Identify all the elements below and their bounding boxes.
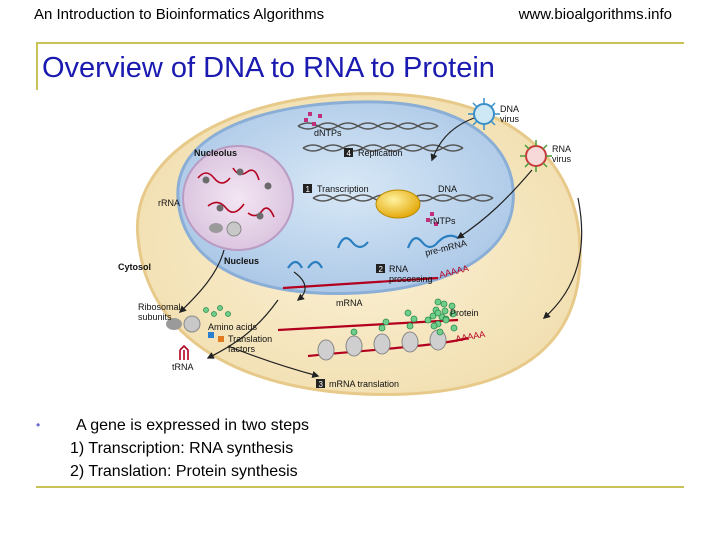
bullet-text: A gene is expressed in two steps [76, 417, 310, 434]
nucleotide-dots [304, 112, 438, 226]
translating-ribosomes [317, 329, 447, 361]
label-rna-virus-2: virus [552, 154, 572, 164]
free-protein-beads [424, 309, 458, 336]
label-translation-factors-1: Translation [228, 334, 272, 344]
nucleolus-granules [202, 168, 272, 220]
label-rna-virus-1: RNA [552, 144, 571, 154]
nucleolus [182, 145, 294, 251]
title-left-rule [36, 42, 38, 90]
label-rrna: rRNA [158, 198, 180, 208]
trna-icon [179, 344, 189, 360]
label-translation-factors-2: factors [228, 344, 256, 354]
label-protein: Protein [450, 308, 479, 318]
label-dna: DNA [438, 184, 457, 194]
label-rna-processing-1: RNA [389, 264, 408, 274]
label-trna: tRNA [172, 362, 194, 372]
dna-virus-icon [468, 98, 500, 130]
rna-polymerase [375, 189, 421, 219]
label-ribosomal-2: subunits [138, 312, 172, 322]
label-ribosomal-1: Ribosomal [138, 302, 181, 312]
bullet-subitem-2: 2) Translation: Protein synthesis [70, 463, 298, 480]
label-cytosol: Cytosol [118, 262, 151, 272]
step-badges [303, 148, 385, 388]
dna-rna-protein-diagram: 4 1 2 3 dNTPs Replication Nucleolus Tran… [118, 92, 583, 396]
title-top-rule [36, 42, 684, 44]
label-dntps: dNTPs [314, 128, 342, 138]
amino-acid-dots [203, 305, 231, 317]
process-arrows [178, 117, 583, 378]
label-transcription: Transcription [317, 184, 369, 194]
pre-mrna-strands [287, 234, 459, 269]
label-dna-virus-1: DNA [500, 104, 519, 114]
bottom-rule [36, 486, 684, 488]
slide-title: Overview of DNA to RNA to Protein [42, 52, 495, 84]
label-amino-acids: Amino acids [208, 322, 258, 332]
label-nucleus: Nucleus [224, 256, 259, 266]
label-rna-processing-2: processing [389, 274, 433, 284]
label-rntps: rNTPs [430, 216, 456, 226]
header-course-title: An Introduction to Bioinformatics Algori… [34, 6, 325, 23]
cytosol-ribosome-subunits [166, 315, 201, 333]
ribosome-subunits-nucleus [209, 221, 242, 237]
bullet-subitem-1: 1) Transcription: RNA synthesis [70, 440, 294, 457]
rna-virus-icon [520, 140, 552, 172]
step-4: 4 [347, 149, 352, 158]
label-dna-virus-2: virus [500, 114, 520, 124]
step-2: 2 [379, 265, 384, 274]
label-mrna: mRNA [336, 298, 363, 308]
label-mrna-translation: mRNA translation [329, 379, 399, 389]
step-3: 3 [319, 380, 324, 389]
bullet-marker: • [36, 418, 41, 432]
label-replication: Replication [358, 148, 403, 158]
protein-beads [350, 298, 457, 336]
label-nucleolus: Nucleolus [194, 148, 237, 158]
step-1: 1 [306, 185, 311, 194]
translation-factor-squares [208, 332, 224, 342]
header-website: www.bioalgorithms.info [518, 6, 672, 23]
